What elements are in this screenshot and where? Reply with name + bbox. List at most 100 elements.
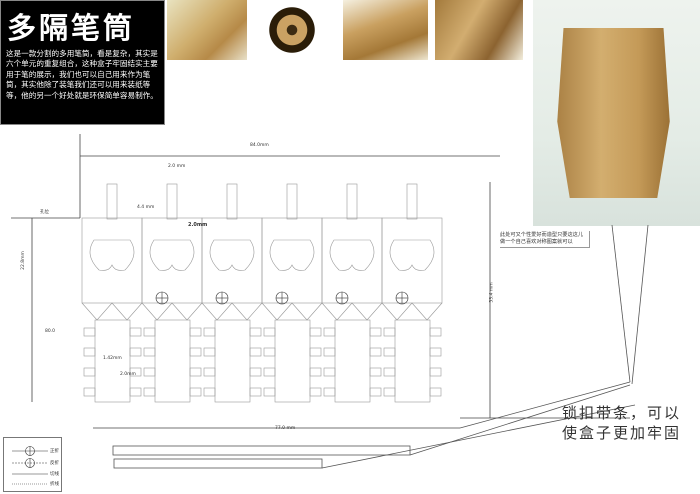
lock-tab — [323, 347, 336, 357]
dim-tab-width: 2.0 mm — [168, 164, 186, 169]
lock-tab — [369, 347, 382, 357]
lock-tab — [203, 347, 216, 357]
lock-strip — [113, 458, 323, 469]
dim-spacing: 4.4 mm — [137, 205, 155, 210]
lock-tab — [189, 327, 202, 337]
bevel-fold — [81, 302, 143, 321]
window-cutout — [149, 239, 195, 271]
lock-tab — [263, 387, 276, 397]
lock-tab — [369, 327, 382, 337]
lock-tab — [203, 327, 216, 337]
top-tab — [286, 183, 298, 220]
lock-tab — [129, 387, 142, 397]
bottom-panel — [154, 319, 191, 403]
window-cutout — [269, 239, 315, 271]
bottom-panel — [274, 319, 311, 403]
lock-tab — [249, 367, 262, 377]
legend-item: 反折 — [50, 461, 59, 466]
window-cutout — [209, 239, 255, 271]
legend-item: 正折 — [50, 449, 59, 454]
dim-height-left: 22.8mm — [20, 251, 26, 270]
lock-tab — [83, 347, 96, 357]
bottom-panel — [214, 319, 251, 403]
panel — [381, 217, 443, 304]
top-tab — [346, 183, 358, 220]
dim-slot-gap: 2.0mm — [120, 372, 136, 377]
top-tab — [106, 183, 118, 220]
dim-slot-width: 1.42mm — [103, 356, 122, 361]
lock-tab — [323, 327, 336, 337]
panel — [321, 217, 383, 304]
bottom-panel — [334, 319, 371, 403]
photo-detail-3 — [435, 0, 523, 60]
lock-tab — [309, 347, 322, 357]
top-tab — [406, 183, 418, 220]
legend-item: 切线 — [50, 472, 59, 477]
page-title: 多隔笔筒 — [7, 11, 136, 45]
lock-tab — [309, 367, 322, 377]
lock-tab — [323, 367, 336, 377]
lock-tab — [429, 347, 442, 357]
bevel-fold — [321, 302, 383, 321]
title-block: 多隔笔筒 这是一款分割的多用笔筒，看是复杂，其实是六个单元的重复组合，这种盒子牢… — [0, 0, 165, 125]
photo-detail-1 — [167, 0, 247, 60]
lock-tab — [143, 367, 156, 377]
lock-tab — [203, 387, 216, 397]
lock-tab — [129, 347, 142, 357]
photo-top-view — [252, 0, 332, 60]
legend: 正折 反折 切线 折线 — [3, 437, 62, 492]
lock-tab — [383, 367, 396, 377]
bevel-fold — [261, 302, 323, 321]
dim-overall-width: 84.0mm — [250, 143, 269, 148]
annotation-note: 此处可又个性爱好而造型只要这这儿做一个自己喜欢对称图案就可以 — [500, 231, 590, 249]
lock-tab — [429, 367, 442, 377]
lock-tab — [249, 347, 262, 357]
photo-detail-2 — [343, 0, 428, 60]
lock-tab — [189, 367, 202, 377]
lock-tab — [249, 387, 262, 397]
lock-tab — [263, 347, 276, 357]
lock-strip — [112, 445, 411, 456]
panel — [261, 217, 323, 304]
bevel-fold — [141, 302, 203, 321]
dim-angle: 80.0 — [45, 329, 56, 334]
lock-tab — [129, 367, 142, 377]
lock-tab — [189, 347, 202, 357]
window-cutout — [389, 239, 435, 271]
lock-tab — [369, 387, 382, 397]
panel — [141, 217, 203, 304]
window-cutout — [89, 239, 135, 271]
lock-tab — [143, 327, 156, 337]
strip-note: 锁扣带条，可以使盒子更加牢固 — [562, 404, 682, 442]
lock-tab — [309, 327, 322, 337]
top-tab — [166, 183, 178, 220]
lock-tab — [383, 387, 396, 397]
top-tab — [226, 183, 238, 220]
lock-tab — [83, 387, 96, 397]
bottom-panel — [94, 319, 131, 403]
lock-tab — [323, 387, 336, 397]
lock-tab — [429, 327, 442, 337]
lock-tab — [83, 367, 96, 377]
lock-tab — [429, 387, 442, 397]
lock-tab — [249, 327, 262, 337]
lock-tab — [129, 327, 142, 337]
bottom-panel — [394, 319, 431, 403]
lock-tab — [203, 367, 216, 377]
lock-tab — [143, 387, 156, 397]
lock-tab — [189, 387, 202, 397]
window-cutout — [329, 239, 375, 271]
legend-item: 折线 — [50, 482, 59, 487]
lock-tab — [383, 327, 396, 337]
bevel-fold — [381, 302, 443, 321]
lock-tab — [309, 387, 322, 397]
dim-bottom-width: 77.0 mm — [275, 426, 296, 431]
description-text: 这是一款分割的多用笔筒，看是复杂，其实是六个单元的重复组合，这种盒子牢固结实主要… — [6, 49, 158, 100]
dim-hole: 2.0mm — [188, 222, 208, 228]
photo-assembled-box — [533, 0, 700, 226]
dim-height-right: 53.4 mm — [489, 282, 495, 303]
bevel-fold — [201, 302, 263, 321]
lock-tab — [383, 347, 396, 357]
side-label: 孔位 — [40, 210, 49, 215]
